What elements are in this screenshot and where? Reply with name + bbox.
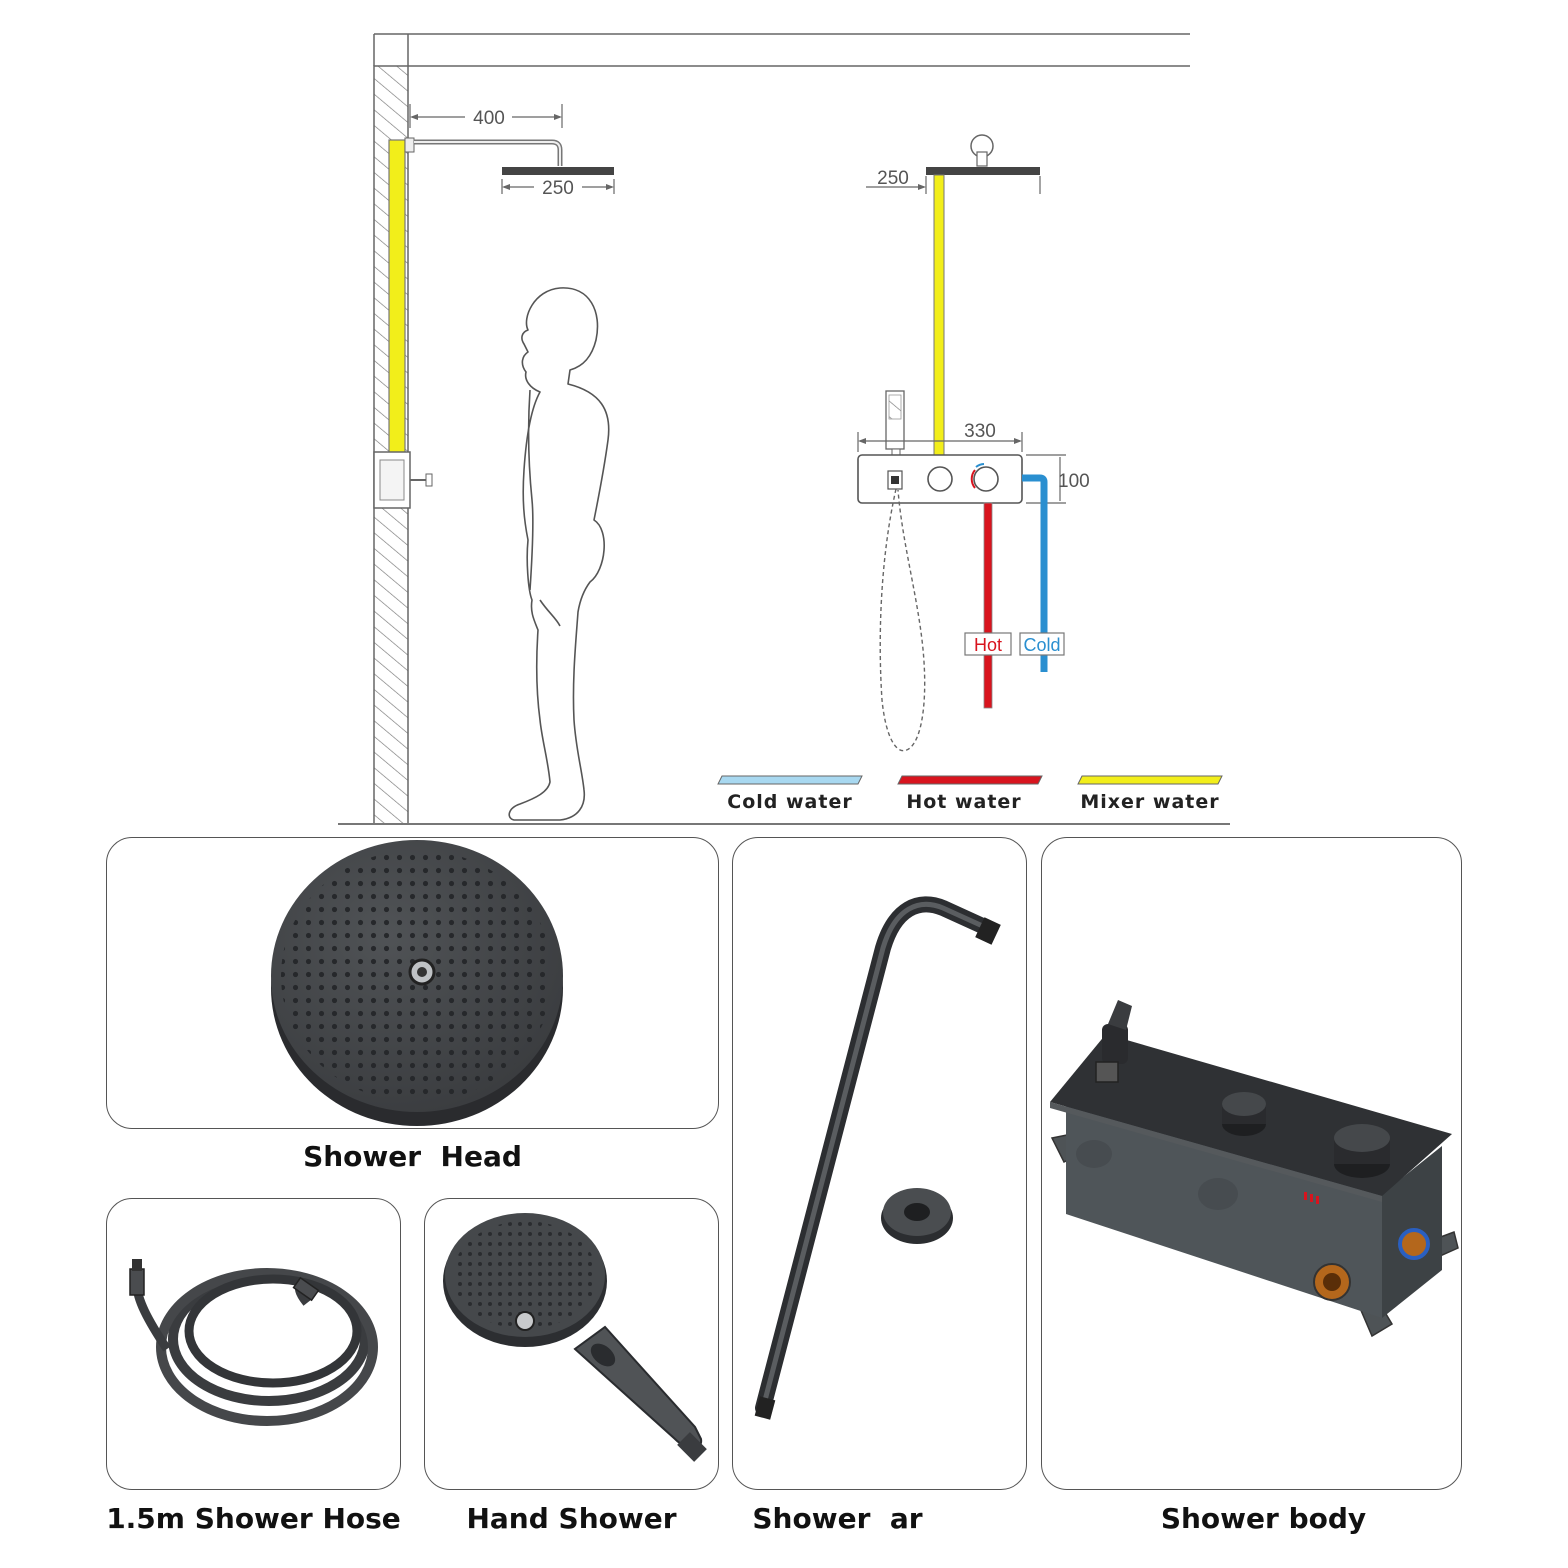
legend-label-mixer: Mixer water bbox=[1080, 791, 1219, 813]
dimension-label-panel-height: 100 bbox=[1058, 471, 1090, 492]
legend-swatch-cold bbox=[717, 775, 863, 785]
hose-coil-icon bbox=[129, 1259, 378, 1426]
human-silhouette-icon bbox=[508, 287, 610, 821]
dimension-arm: 400 bbox=[409, 104, 563, 129]
panel-shower-body bbox=[1041, 837, 1462, 1490]
installation-diagram: 400 250 250 330 bbox=[338, 33, 1230, 825]
caption-shower-arm: Shower ar bbox=[752, 1502, 923, 1535]
dimension-label-arm: 400 bbox=[473, 108, 505, 129]
legend-swatch-mixer bbox=[1077, 775, 1223, 785]
shower-arm-icon bbox=[754, 896, 1001, 1420]
panel-shower-hose bbox=[106, 1198, 401, 1490]
legend-swatch-hot bbox=[897, 775, 1043, 785]
valve-body-icon bbox=[1050, 1000, 1459, 1338]
hand-shower-icon bbox=[443, 1213, 707, 1462]
caption-shower-body: Shower body bbox=[1160, 1502, 1367, 1535]
front-view: 250 330 100 Hot Cold bbox=[857, 134, 1090, 752]
hot-pipe-tag: Hot bbox=[974, 635, 1002, 655]
dimension-label-panel-width: 330 bbox=[964, 421, 996, 442]
caption-shower-hose: 1.5m Shower Hose bbox=[106, 1502, 401, 1535]
dimension-head-side: 250 bbox=[501, 178, 615, 199]
panel-hand-shower bbox=[424, 1198, 719, 1490]
legend-label-hot: Hot water bbox=[906, 791, 1021, 813]
rain-shower-head-icon bbox=[271, 840, 563, 1126]
caption-shower-head: Shower Head bbox=[303, 1140, 522, 1173]
dimension-label-head-front: 250 bbox=[877, 168, 909, 189]
dimension-label-head-side: 250 bbox=[542, 178, 574, 199]
legend-label-cold: Cold water bbox=[727, 791, 852, 813]
panel-shower-head bbox=[106, 837, 719, 1129]
cold-pipe-tag: Cold bbox=[1023, 635, 1060, 655]
caption-hand-shower: Hand Shower bbox=[466, 1502, 677, 1535]
wall bbox=[373, 33, 1190, 825]
legend: Cold water Hot water Mixer water bbox=[717, 775, 1223, 813]
panel-shower-arm bbox=[732, 837, 1027, 1490]
side-view bbox=[373, 137, 614, 509]
